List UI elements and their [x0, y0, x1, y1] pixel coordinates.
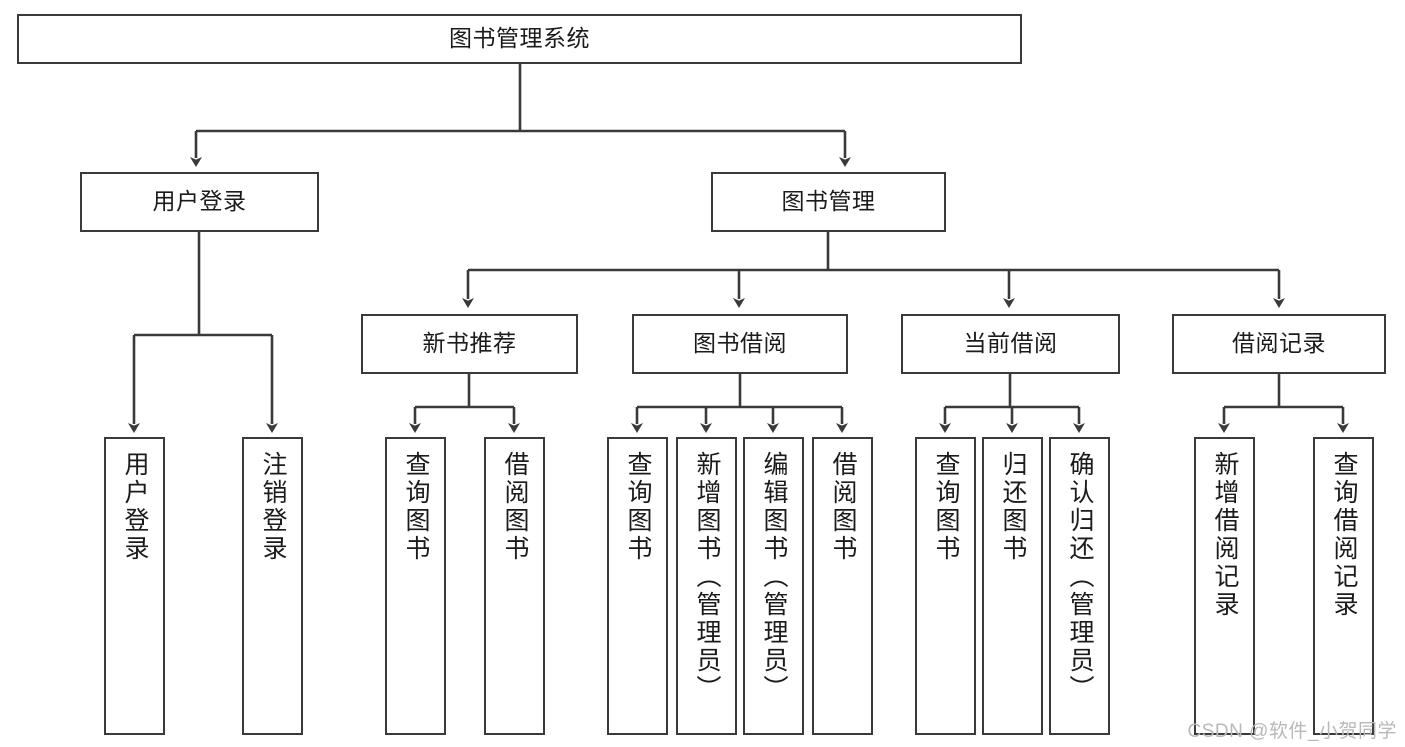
node-label: 当前借阅 — [963, 330, 1058, 357]
node-label: 借阅图书 — [501, 451, 529, 563]
leaf-current-borrow-query[interactable]: 查询图书 — [915, 437, 976, 735]
node-label: 用户登录 — [152, 188, 247, 215]
node-label: 查询图书 — [402, 451, 430, 563]
watermark: CSDN @软件_小贺同学 — [1187, 721, 1397, 742]
node-label: 查询图书 — [624, 451, 652, 563]
leaf-book-borrow-query[interactable]: 查询图书 — [607, 437, 668, 735]
node-label: 借阅记录 — [1232, 330, 1326, 357]
node-book-management[interactable]: 图书管理 — [711, 172, 946, 232]
leaf-current-borrow-confirm-return[interactable]: 确认归还（管理员） — [1049, 437, 1110, 735]
node-label: 归还图书 — [999, 451, 1027, 563]
node-current-borrow[interactable]: 当前借阅 — [901, 314, 1120, 374]
node-label: 确认归还（管理员） — [1066, 451, 1094, 703]
node-label: 新增图书（管理员） — [693, 451, 721, 703]
leaf-current-borrow-return[interactable]: 归还图书 — [982, 437, 1043, 735]
node-label: 借阅图书 — [829, 451, 857, 563]
leaf-book-borrow-borrow[interactable]: 借阅图书 — [812, 437, 873, 735]
node-label: 注销登录 — [259, 451, 287, 563]
node-label: 新书推荐 — [422, 330, 517, 357]
node-label: 编辑图书（管理员） — [760, 451, 788, 703]
node-user-login[interactable]: 用户登录 — [80, 172, 319, 232]
leaf-book-borrow-edit[interactable]: 编辑图书（管理员） — [743, 437, 804, 735]
leaf-user-login-login[interactable]: 用户登录 — [104, 437, 165, 735]
node-borrow-record[interactable]: 借阅记录 — [1172, 314, 1386, 374]
node-label: 图书借阅 — [693, 330, 787, 357]
node-label: 图书管理 — [781, 188, 876, 215]
node-label: 图书管理系统 — [449, 25, 590, 52]
node-label: 新增借阅记录 — [1211, 451, 1239, 619]
leaf-borrow-record-add[interactable]: 新增借阅记录 — [1194, 437, 1255, 735]
node-label: 用户登录 — [121, 451, 149, 563]
node-new-book-recommend[interactable]: 新书推荐 — [361, 314, 578, 374]
node-root-system[interactable]: 图书管理系统 — [17, 14, 1022, 64]
node-label: 查询图书 — [932, 451, 960, 563]
leaf-new-book-borrow[interactable]: 借阅图书 — [484, 437, 545, 735]
leaf-new-book-query[interactable]: 查询图书 — [385, 437, 446, 735]
node-label: 查询借阅记录 — [1330, 451, 1358, 619]
leaf-book-borrow-add[interactable]: 新增图书（管理员） — [676, 437, 737, 735]
node-book-borrow[interactable]: 图书借阅 — [632, 314, 848, 374]
leaf-user-login-logout[interactable]: 注销登录 — [242, 437, 303, 735]
leaf-borrow-record-query[interactable]: 查询借阅记录 — [1313, 437, 1374, 735]
